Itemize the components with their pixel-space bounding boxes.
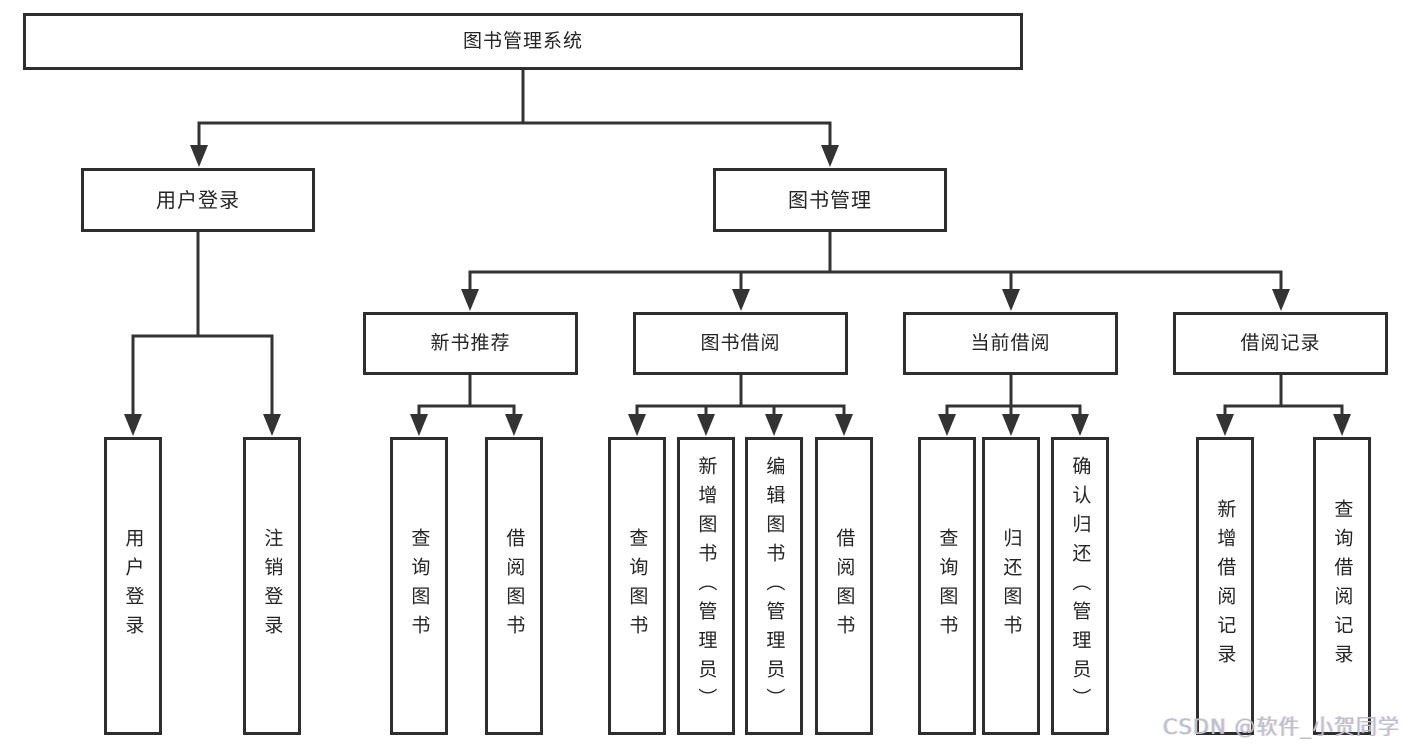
leaf-logout-login: 注销登录: [243, 437, 301, 735]
node-borrowing-records: 借阅记录: [1173, 312, 1388, 375]
leaf-add-books-admin: 新增图书（管理员）: [677, 437, 735, 735]
leaf-query-borrow-record: 查询借阅记录: [1313, 437, 1371, 735]
leaf-add-borrow-record: 新增借阅记录: [1196, 437, 1254, 735]
leaf-user-login: 用户登录: [104, 437, 162, 735]
node-current-borrowing: 当前借阅: [903, 312, 1118, 375]
leaf-borrow-books-borrowing: 借阅图书: [815, 437, 873, 735]
leaf-return-books: 归还图书: [982, 437, 1040, 735]
csdn-watermark: CSDN @软件_小贺同学: [1162, 715, 1400, 739]
leaf-query-books-borrowing: 查询图书: [608, 437, 666, 735]
node-root: 图书管理系统: [23, 13, 1023, 70]
node-user-login: 用户登录: [81, 168, 315, 232]
leaf-edit-books-admin: 编辑图书（管理员）: [745, 437, 803, 735]
node-book-management: 图书管理: [713, 168, 947, 232]
node-book-borrowing: 图书借阅: [633, 312, 848, 375]
leaf-query-books-recommend: 查询图书: [390, 437, 448, 735]
leaf-borrow-books-recommend: 借阅图书: [485, 437, 543, 735]
leaf-query-books-current: 查询图书: [918, 437, 976, 735]
leaf-confirm-return-admin: 确认归还（管理员）: [1051, 437, 1109, 735]
node-new-book-recommend: 新书推荐: [363, 312, 578, 375]
